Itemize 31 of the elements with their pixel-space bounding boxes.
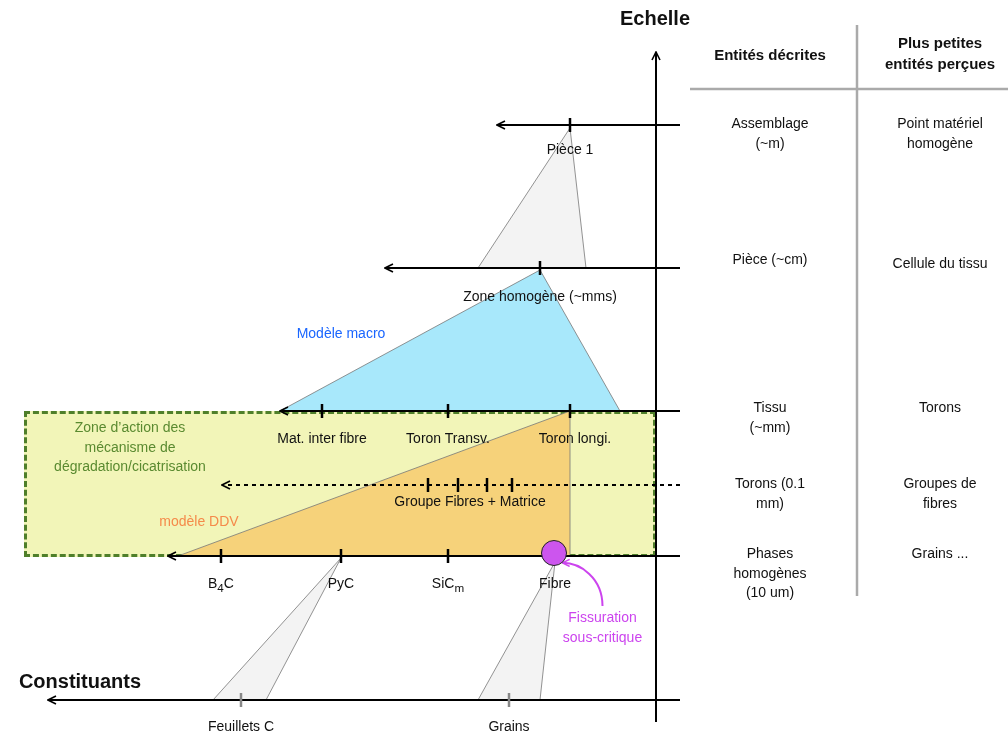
tick-label: SiC$_{m}$	[431, 574, 465, 596]
model-label: modèle DDV	[159, 512, 239, 531]
table-text: Torons (0.1 mm)	[733, 474, 806, 513]
tick-label: Toron Transv.	[406, 429, 490, 448]
axis-title: Constituants	[18, 669, 142, 694]
zone-title: Zone d’action des mécanisme de dégradation/cicatrisation	[53, 418, 207, 477]
table-text: Pièce (~cm)	[731, 250, 809, 269]
table-text: Cellule du tissu	[891, 254, 989, 273]
tick-label: Mat. inter fibre	[277, 429, 367, 448]
tick-label: Fibre	[539, 574, 571, 593]
column-header: Entités décrites	[714, 45, 826, 65]
scale-label: Groupe Fibres + Matrice	[394, 492, 546, 511]
scale-label: Pièce 1	[546, 140, 594, 159]
table-text: Assemblage (~m)	[730, 114, 810, 153]
table-text: Phases homogènes (10 um)	[732, 544, 808, 603]
annotation-text: Fissuration sous-critique	[555, 608, 650, 648]
axis-title: Echelle	[620, 6, 690, 31]
tick-label: Feuillets C	[207, 717, 275, 736]
tick-label: PyC	[327, 574, 355, 593]
tick-label: B$_{4}$C	[208, 574, 234, 596]
leader-arrow	[561, 559, 604, 607]
table-text: Torons	[918, 398, 962, 417]
scale-label: Zone homogène (~mms)	[463, 287, 617, 306]
tick-label: Toron longi.	[538, 429, 612, 448]
column-header: Plus petites entités perçues	[883, 33, 996, 74]
table-text: Point matériel homogène	[896, 114, 984, 153]
table-text: Grains ...	[910, 544, 970, 563]
model-label: Modèle macro	[296, 324, 386, 343]
table-text: Groupes de fibres	[902, 474, 978, 513]
tick-label: Grains	[488, 717, 530, 736]
table-text: Tissu (~mm)	[748, 398, 792, 437]
